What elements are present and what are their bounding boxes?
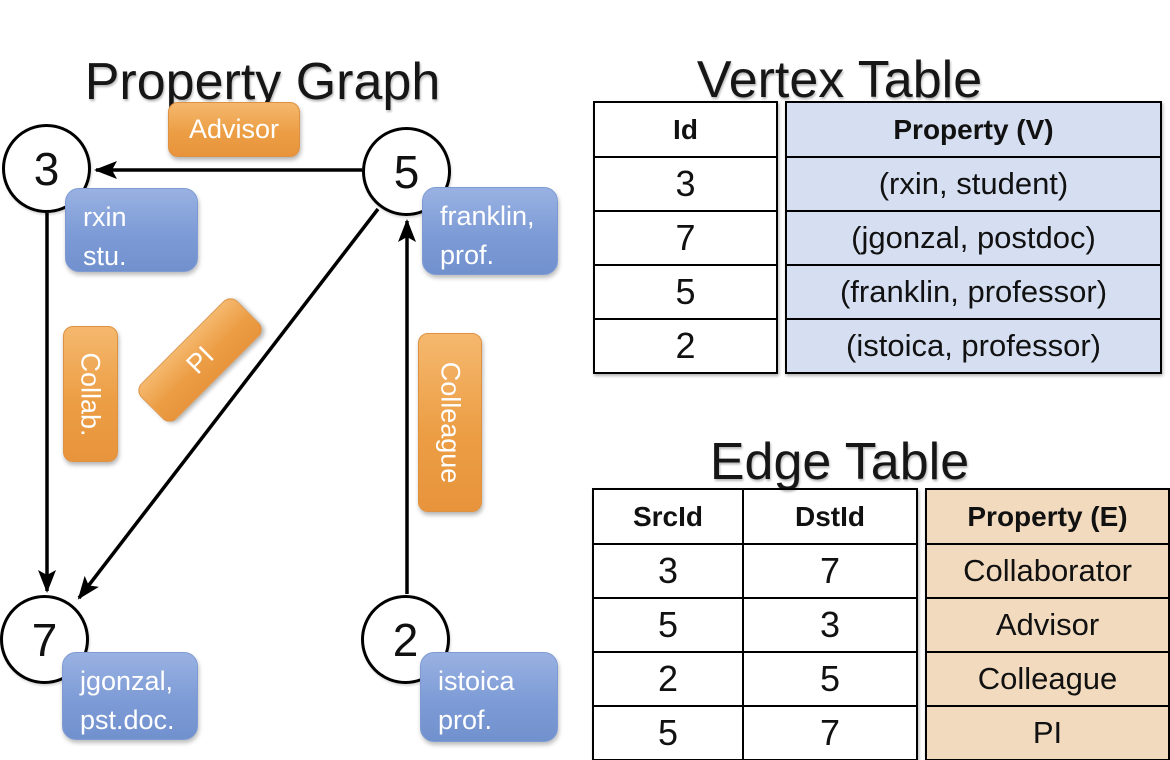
edge-table-row: Collaborator [925,543,1170,599]
vertex-table-header-row: Id [593,101,778,158]
vertex-property-box-7: jgonzal, pst.doc. [62,652,198,740]
vertex-table-header-property: Property (V) [785,101,1162,158]
vertex-id-cell: 5 [593,264,778,320]
edge-table-row: 5 7 [592,705,918,760]
graph-title: Property Graph [84,52,441,111]
edge-table-row: PI [925,705,1170,760]
vertex-property-box-3: rxin stu. [65,188,198,272]
graph-node-5: 5 [362,127,451,216]
vertex-table-property-column: Property (V) (rxin, student) (jgonzal, p… [785,101,1162,374]
edge-table-id-columns: SrcId DstId 3 7 5 3 2 5 5 7 [592,488,918,760]
edge-dst-cell: 7 [742,705,918,760]
edge-table-header-srcid: SrcId [592,488,744,545]
edge-src-cell: 3 [592,543,744,599]
vertex-property-box-2-line2: prof. [438,705,493,736]
vertex-table-row: (rxin, student) [785,156,1162,212]
vertex-property-box-7-line1: jgonzal, [80,666,174,696]
vertex-table-row: 2 [593,318,778,374]
vertex-property-box-2: istoica prof. [420,652,558,742]
edge-table-header-property: Property (E) [925,488,1170,545]
edge-label-colleague: Colleague [418,333,482,512]
edge-property-cell: Colleague [925,651,1170,707]
edge-dst-cell: 7 [742,543,918,599]
edge-table-row: Advisor [925,597,1170,653]
vertex-table-header-row: Property (V) [785,101,1162,158]
vertex-property-box-5-line1: franklin, [440,201,535,231]
vertex-table-row: 7 [593,210,778,266]
edge-property-cell: PI [925,705,1170,760]
edge-table-title: Edge Table [709,432,970,491]
edge-label-advisor-text: Advisor [188,114,280,144]
edge-table-header-row: Property (E) [925,488,1170,545]
vertex-property-cell: (rxin, student) [785,156,1162,212]
vertex-table-row: 5 [593,264,778,320]
edge-label-collab-text: Collab. [76,351,107,437]
vertex-property-box-5-line2: prof. [440,240,495,271]
edge-src-cell: 2 [592,651,744,707]
vertex-id-cell: 3 [593,156,778,212]
edge-table-row: 3 7 [592,543,918,599]
edge-src-cell: 5 [592,705,744,760]
vertex-property-cell: (istoica, professor) [785,318,1162,374]
edge-table-row: 2 5 [592,651,918,707]
vertex-property-box-3-line1: rxin [83,202,127,232]
edge-table-row: Colleague [925,651,1170,707]
vertex-table-row: (franklin, professor) [785,264,1162,320]
edge-table-property-column: Property (E) Collaborator Advisor Collea… [925,488,1170,760]
vertex-property-box-3-line2: stu. [83,241,127,272]
vertex-id-cell: 2 [593,318,778,374]
edge-table-header-dstid: DstId [742,488,918,545]
edge-dst-cell: 3 [742,597,918,653]
edge-label-collab: Collab. [63,326,118,462]
graph-node-3-id: 3 [33,142,60,195]
edge-property-cell: Advisor [925,597,1170,653]
edge-label-pi-text: PI [180,340,220,380]
vertex-property-cell: (jgonzal, postdoc) [785,210,1162,266]
graph-node-7-id: 7 [31,613,58,666]
vertex-table: Id 3 7 5 2 Property (V) (rxin, student) … [593,101,1162,374]
vertex-property-box-5: franklin, prof. [422,187,558,275]
edge-table-header-row: SrcId DstId [592,488,918,545]
edge-src-cell: 5 [592,597,744,653]
graph-node-5-id: 5 [393,145,420,198]
graph-panel: Property Graph 3 5 7 2 Advisor [0,52,558,742]
edge-table: SrcId DstId 3 7 5 3 2 5 5 7 Property (E) [592,488,1170,760]
vertex-property-box-2-line1: istoica [438,666,515,696]
edge-property-cell: Collaborator [925,543,1170,599]
vertex-table-title: Vertex Table [696,50,983,109]
edge-dst-cell: 5 [742,651,918,707]
edge-table-row: 5 3 [592,597,918,653]
edge-label-colleague-text: Colleague [435,361,466,484]
vertex-table-row: (istoica, professor) [785,318,1162,374]
graph-node-2-id: 2 [392,613,419,666]
vertex-table-header-id: Id [593,101,778,158]
edge-label-advisor: Advisor [168,102,300,157]
edge-pi-line [77,207,380,600]
vertex-property-cell: (franklin, professor) [785,264,1162,320]
vertex-table-id-column: Id 3 7 5 2 [593,101,778,374]
vertex-table-row: (jgonzal, postdoc) [785,210,1162,266]
vertex-id-cell: 7 [593,210,778,266]
vertex-table-row: 3 [593,156,778,212]
vertex-property-box-7-line2: pst.doc. [80,705,175,736]
graph-edges-layer [38,161,416,600]
graph-node-2: 2 [361,595,450,684]
